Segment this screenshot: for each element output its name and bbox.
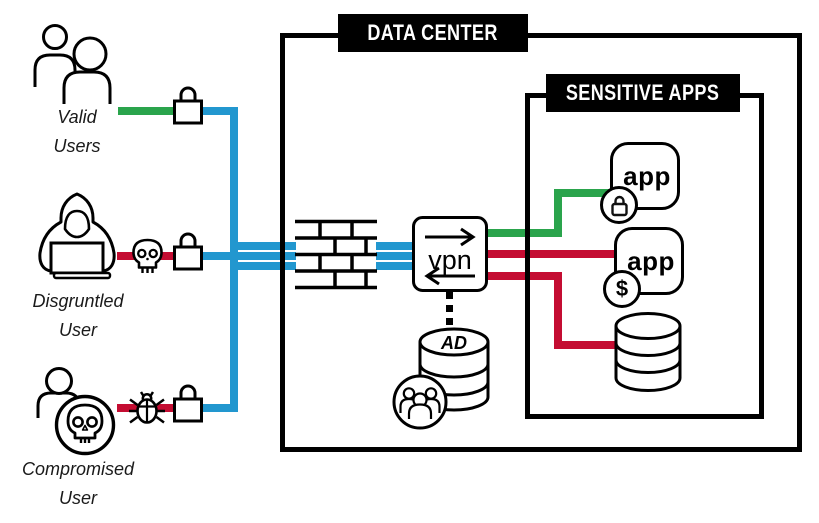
- vpn-gateway-icon: vpn: [412, 216, 488, 292]
- data-center-header: DATA CENTER: [338, 14, 528, 52]
- sensitive-apps-header: SENSITIVE APPS: [546, 74, 740, 112]
- data-center-title: DATA CENTER: [367, 20, 499, 45]
- valid-users-icon: [33, 24, 112, 104]
- app-secure-tile: app: [610, 142, 680, 210]
- vpn-app1-green-line-h2: [554, 189, 615, 197]
- bug-icon: [129, 391, 165, 424]
- vpn-db-red-line-h2: [554, 341, 616, 349]
- app-dollar-badge: $: [603, 270, 641, 308]
- disgruntled-user-icon: [38, 192, 116, 280]
- app-financial-tile: app: [614, 227, 684, 295]
- vpn-app1-green-line-v: [554, 189, 562, 237]
- vpn-ad-dashed-line: [446, 292, 453, 328]
- vpn-db-red-line-h1: [486, 272, 562, 280]
- blue-parallel-line-bottom: [230, 262, 298, 270]
- lock-icon: [173, 86, 203, 125]
- compromised-user-label: Compromised User: [21, 459, 135, 508]
- firewall-icon: [295, 219, 377, 290]
- vpn-app1-green-line-h1: [486, 229, 562, 237]
- sensitive-apps-title: SENSITIVE APPS: [566, 80, 720, 105]
- app-financial-label: app: [627, 245, 675, 276]
- firewall-vpn-line-top: [376, 242, 414, 250]
- database-icon: [614, 312, 682, 392]
- lock-icon: [173, 384, 203, 423]
- vpn-app2-red-line: [486, 250, 616, 258]
- active-directory-icon: AD: [392, 327, 490, 430]
- vpn-db-red-line-v: [554, 272, 562, 349]
- blue-parallel-line-top: [230, 242, 298, 250]
- disgruntled-user-label: Disgruntled User: [32, 291, 124, 340]
- valid-users-label: Valid Users: [53, 107, 101, 156]
- compromised-user-icon: [36, 367, 116, 456]
- skull-icon: [132, 238, 163, 273]
- data-center-box: [280, 33, 802, 452]
- compromised-user-blue-line: [188, 404, 238, 412]
- blue-parallel-line-middle: [188, 252, 298, 260]
- valid-user-blue-line: [188, 107, 238, 115]
- lock-icon: [173, 232, 203, 271]
- firewall-vpn-line-bottom: [376, 262, 414, 270]
- firewall-vpn-line-middle: [376, 252, 414, 260]
- app-lock-badge: [600, 186, 638, 224]
- app-secure-label: app: [623, 160, 671, 191]
- ad-label: AD: [440, 333, 467, 353]
- dollar-label: $: [615, 276, 629, 301]
- lock-icon: [610, 195, 628, 216]
- valid-user-green-line: [118, 107, 190, 115]
